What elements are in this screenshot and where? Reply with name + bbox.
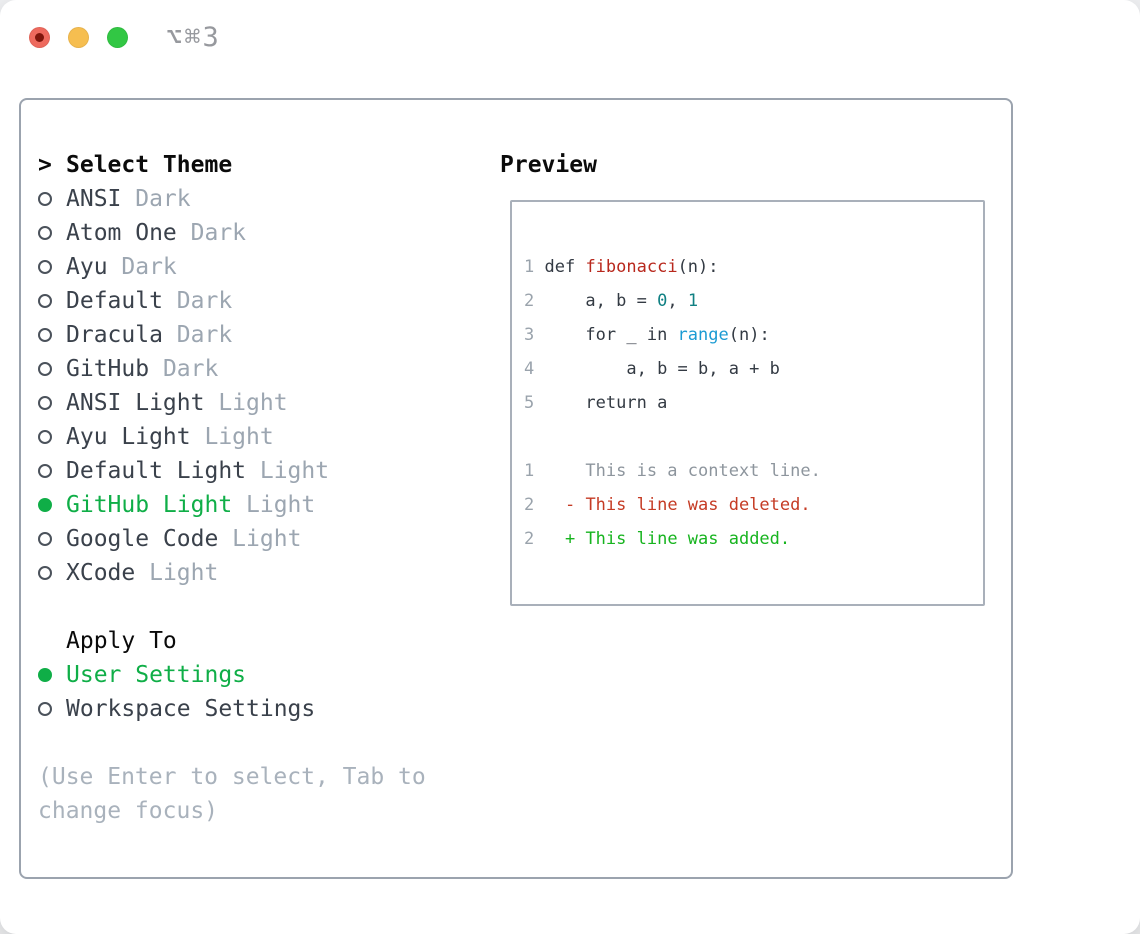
code-preview-box: 1 def fibonacci(n): 2 a, b = 0, 1 3 for _ … xyxy=(510,200,985,606)
radio-icon xyxy=(38,362,52,376)
theme-variant-tag: Light xyxy=(190,424,274,450)
theme-list-title: Select Theme xyxy=(66,152,233,178)
apply-option-label: Workspace Settings xyxy=(66,696,316,722)
code-line-7: 1 This is a context line. xyxy=(524,461,821,481)
theme-name: Atom One xyxy=(66,220,177,246)
theme-variant-tag: Light xyxy=(232,492,316,518)
theme-option-atom-one[interactable]: Atom One Dark xyxy=(38,216,500,250)
minimize-button[interactable] xyxy=(68,26,89,48)
code-line-6 xyxy=(524,420,983,454)
theme-variant-tag: Light xyxy=(218,526,302,552)
theme-variant-tag: Dark xyxy=(107,254,177,280)
theme-name: GitHub xyxy=(66,356,150,382)
apply-option-label: User Settings xyxy=(66,662,247,688)
code-line-3: 3 for _ in range(n): xyxy=(524,325,770,345)
apply-to-header-row: Apply To xyxy=(38,624,500,658)
theme-name: ANSI Light xyxy=(66,390,205,416)
radio-icon xyxy=(38,192,52,206)
theme-option-default-light[interactable]: Default Light Light xyxy=(38,454,500,488)
theme-name: Dracula xyxy=(66,322,163,348)
radio-icon xyxy=(38,702,52,716)
radio-selected-icon xyxy=(38,668,52,682)
theme-name: Ayu Light xyxy=(66,424,191,450)
theme-variant-tag: Light xyxy=(135,560,219,586)
radio-selected-icon xyxy=(38,498,52,512)
zoom-button[interactable] xyxy=(107,26,128,48)
radio-icon xyxy=(38,396,52,410)
theme-option-ayu[interactable]: Ayu Dark xyxy=(38,250,500,284)
code-line-4: 4 a, b = b, a + b xyxy=(524,359,780,379)
apply-to-title: Apply To xyxy=(66,628,177,654)
radio-icon xyxy=(38,260,52,274)
apply-option-user-settings[interactable]: User Settings xyxy=(38,658,500,692)
theme-option-ansi-light[interactable]: ANSI Light Light xyxy=(38,386,500,420)
theme-name: Google Code xyxy=(66,526,219,552)
theme-variant-tag: Dark xyxy=(149,356,219,382)
radio-icon xyxy=(38,430,52,444)
help-line-2: change focus) xyxy=(38,798,219,824)
window-title: ⌥⌘3 xyxy=(166,21,221,53)
radio-icon xyxy=(38,532,52,546)
theme-variant-tag: Dark xyxy=(176,220,247,246)
theme-variant-tag: Light xyxy=(246,458,330,484)
help-line-1: (Use Enter to select, Tab to xyxy=(38,764,426,790)
theme-option-ansi[interactable]: ANSI Dark xyxy=(38,182,500,216)
theme-option-xcode[interactable]: XCode Light xyxy=(38,556,500,590)
theme-option-google-code[interactable]: Google Code Light xyxy=(38,522,500,556)
theme-variant-tag: Dark xyxy=(162,288,233,314)
code-line-9: 2 + This line was added. xyxy=(524,529,791,549)
radio-icon xyxy=(38,464,52,478)
help-text: (Use Enter to select, Tab to change focu… xyxy=(38,760,500,828)
titlebar: ⌥⌘3 xyxy=(0,0,1140,74)
radio-icon xyxy=(38,294,52,308)
spacer-row xyxy=(38,726,500,760)
theme-name: Default Light xyxy=(66,458,247,484)
apply-option-workspace-settings[interactable]: Workspace Settings xyxy=(38,692,500,726)
theme-option-ayu-light[interactable]: Ayu Light Light xyxy=(38,420,500,454)
theme-option-github-light[interactable]: GitHub Light Light xyxy=(38,488,500,522)
theme-list-header-row: > Select Theme xyxy=(38,148,500,182)
theme-option-github[interactable]: GitHub Dark xyxy=(38,352,500,386)
code-line-2: 2 a, b = 0, 1 xyxy=(524,291,699,311)
spacer-row xyxy=(38,590,500,624)
preview-column: Preview 1 def fibonacci(n): 2 a, b = 0, 1… xyxy=(500,148,1011,877)
theme-variant-tag: Dark xyxy=(162,322,233,348)
theme-name: ANSI xyxy=(66,186,122,212)
theme-name: Default xyxy=(66,288,163,314)
traffic-lights xyxy=(29,26,128,48)
close-button[interactable] xyxy=(29,26,50,48)
theme-variant-tag: Light xyxy=(204,390,288,416)
radio-icon xyxy=(38,566,52,580)
code-line-5: 5 return a xyxy=(524,393,668,413)
theme-variant-tag: Dark xyxy=(121,186,191,212)
theme-name: XCode xyxy=(66,560,136,586)
code-line-1: 1 def fibonacci(n): xyxy=(524,257,719,277)
radio-icon xyxy=(38,226,52,240)
theme-option-dracula[interactable]: Dracula Dark xyxy=(38,318,500,352)
radio-icon xyxy=(38,328,52,342)
theme-name: Ayu xyxy=(66,254,108,280)
cursor-prefix: > xyxy=(38,152,52,178)
record-dot-icon xyxy=(35,32,44,42)
preview-title: Preview xyxy=(500,152,597,178)
code-line-8: 2 - This line was deleted. xyxy=(524,495,811,515)
theme-name: GitHub Light xyxy=(66,492,233,518)
theme-option-default[interactable]: Default Dark xyxy=(38,284,500,318)
